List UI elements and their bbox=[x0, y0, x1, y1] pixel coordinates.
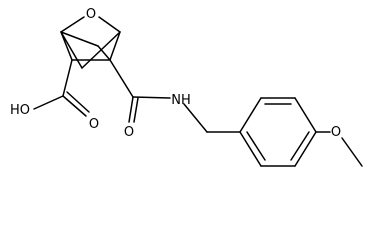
bond-c2-to-acid-carbon bbox=[62, 59, 73, 97]
acid-carbonyl-oxygen-label: O bbox=[89, 117, 99, 132]
ring-bond-6 bbox=[239, 131, 262, 167]
methoxyphenyl-group bbox=[206, 97, 363, 167]
bond-acid-carbonyl-a bbox=[62, 95, 87, 117]
atom-labels: O HO O O NH O bbox=[10, 7, 341, 140]
amide-carbonyl-oxygen-label: O bbox=[124, 125, 134, 140]
bond-bridgehead-left-to-back bbox=[60, 31, 83, 69]
structure-canvas: O HO O O NH O bbox=[9, 7, 363, 167]
bond-bridge-left-to-oxygen bbox=[60, 16, 85, 33]
bond-amide-carbon-to-nitrogen bbox=[132, 96, 171, 99]
hydroxyl-label: HO bbox=[10, 103, 30, 118]
ring-bond-4 bbox=[294, 131, 317, 167]
ring-bond-1 bbox=[239, 97, 262, 133]
amide-nitrogen-label: NH bbox=[171, 93, 191, 108]
bond-amide-carbonyl-b bbox=[133, 97, 139, 123]
ring-oxygen-label: O bbox=[86, 7, 96, 22]
ring-bond-3 bbox=[294, 97, 317, 133]
ring-inner-double-bond-left bbox=[246, 131, 266, 161]
bicyclic-core bbox=[60, 16, 121, 69]
bond-amide-carbonyl-a bbox=[128, 96, 134, 123]
bond-front-to-c3 bbox=[97, 45, 111, 61]
bond-nitrogen-to-ch2 bbox=[183, 103, 208, 133]
bond-methoxy-oxygen-to-methyl bbox=[341, 137, 363, 167]
bond-acid-carbonyl-b bbox=[66, 91, 90, 113]
carboxylic-acid-group bbox=[33, 59, 90, 117]
ring-inner-double-bond-right bbox=[290, 131, 310, 161]
bond-bridgehead-left-to-c2 bbox=[60, 31, 73, 61]
bond-acid-carbon-to-hydroxyl bbox=[33, 95, 64, 110]
amide-group bbox=[109, 59, 208, 133]
molecule-drawing: O HO O O NH O bbox=[10, 7, 363, 167]
bond-bridgehead-left-to-front bbox=[60, 31, 99, 47]
bond-c3-to-amide-carbon bbox=[109, 59, 134, 98]
bond-bridgehead-right-to-c3 bbox=[109, 31, 121, 61]
bond-oxygen-to-bridge-right bbox=[98, 16, 121, 33]
methoxy-oxygen-label: O bbox=[331, 125, 341, 140]
